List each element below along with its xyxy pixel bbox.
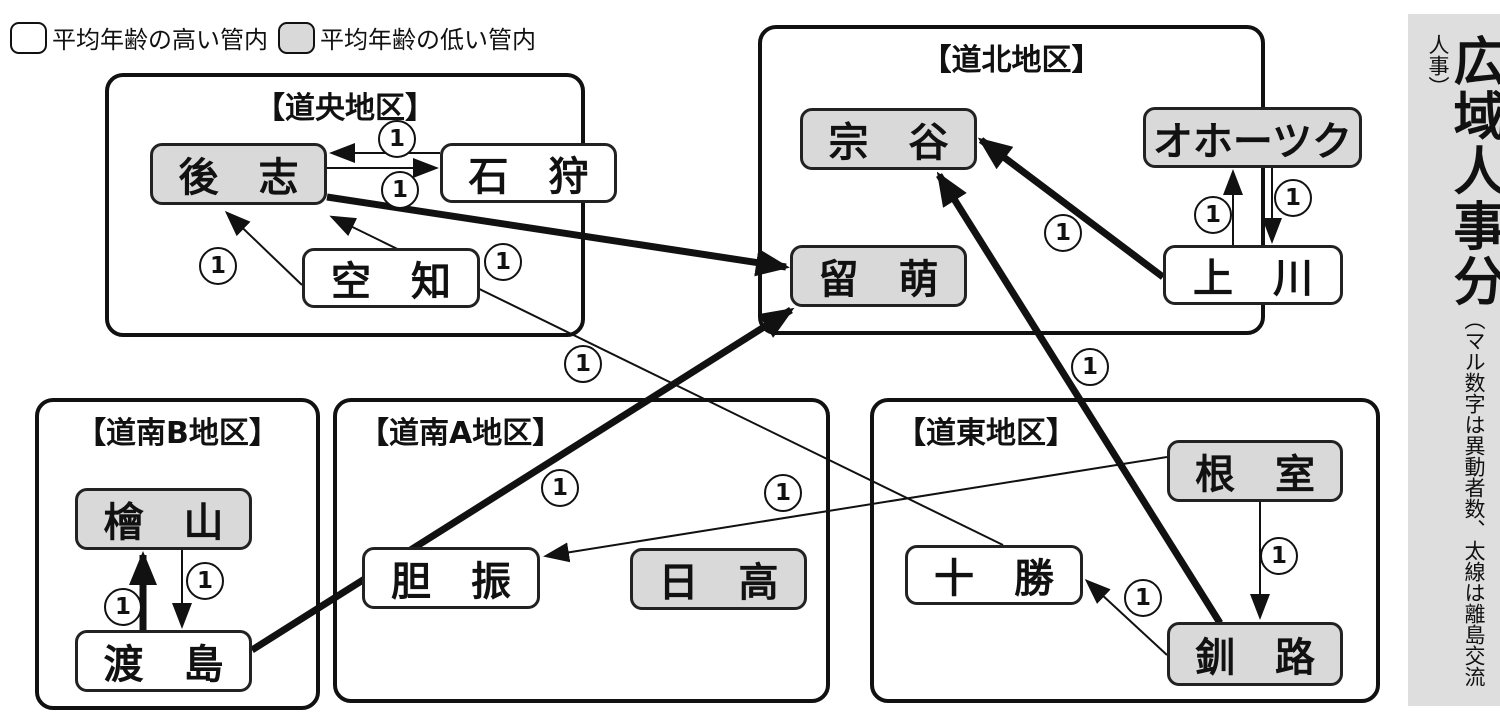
office-box-kushiro: 釧 路 bbox=[1167, 622, 1343, 686]
office-box-hiyama: 檜 山 bbox=[75, 488, 252, 550]
office-box-tokachi: 十 勝 bbox=[905, 545, 1083, 605]
transfer-count-badge-nemuro-to-iburi: 1 bbox=[764, 474, 802, 512]
office-box-shiribeshi: 後 志 bbox=[150, 143, 327, 205]
legend-high-age-swatch bbox=[10, 21, 47, 54]
transfer-count-badge-okhotsk-to-kamikawa: 1 bbox=[1274, 179, 1312, 217]
transfer-count-badge-tokachi-to-shiribeshi: 1 bbox=[564, 345, 602, 383]
transfer-count-badge-nemuro-to-kushiro: 1 bbox=[1260, 537, 1298, 575]
transfer-count-badge-shiribeshi-to-ishikari: 1 bbox=[381, 171, 419, 209]
district-title-dohoku: 【道北地区】 bbox=[921, 43, 1102, 78]
office-box-oshima: 渡 島 bbox=[75, 630, 252, 692]
office-box-ishikari: 石 狩 bbox=[440, 143, 617, 203]
transfer-count-badge-sorachi-to-shiribeshi: 1 bbox=[199, 247, 237, 285]
district-title-doto: 【道東地区】 bbox=[896, 416, 1076, 451]
office-box-nemuro: 根 室 bbox=[1167, 440, 1343, 502]
legend-low-age-label: 平均年齢の低い管内 bbox=[320, 26, 536, 54]
transfer-count-badge-ishikari-to-shiribeshi: 1 bbox=[378, 120, 416, 158]
office-box-hidaka: 日 高 bbox=[630, 548, 807, 610]
arrow-kamikawa-to-soya-island-exchange bbox=[977, 137, 1166, 280]
arrow-kushiro-to-soya-island-exchange bbox=[936, 171, 1223, 625]
transfer-count-badge-kamikawa-to-soya: 1 bbox=[1044, 214, 1082, 252]
sidebar-note: （マル数字は異動者数、太線は離島交流人事） bbox=[1426, 34, 1486, 687]
transfer-count-badge-kushiro-to-soya: 1 bbox=[1071, 348, 1109, 386]
office-box-rumoi: 留 萌 bbox=[790, 245, 967, 307]
office-box-iburi: 胆 振 bbox=[362, 547, 540, 609]
arrow-nemuro-to-iburi bbox=[543, 456, 1168, 563]
office-box-okhotsk: オホーツク bbox=[1143, 107, 1362, 168]
transfer-count-badge-oshima-to-hiyama: 1 bbox=[104, 588, 142, 626]
district-title-donan-b: 【道南B地区】 bbox=[76, 416, 279, 451]
transfer-count-badge-hiyama-to-oshima: 1 bbox=[186, 562, 224, 600]
office-box-kamikawa: 上 川 bbox=[1163, 245, 1343, 305]
office-box-soya: 宗 谷 bbox=[800, 108, 977, 170]
transfer-count-badge-kamikawa-to-okhotsk: 1 bbox=[1194, 196, 1232, 234]
sidebar-title: 広域人事分 bbox=[1444, 34, 1500, 309]
arrow-kushiro-to-tokachi bbox=[1084, 578, 1168, 656]
district-title-donan-a: 【道南A地区】 bbox=[359, 416, 563, 451]
arrow-sorachi-to-shiribeshi bbox=[224, 210, 303, 286]
transfer-count-badge-kushiro-to-tokachi: 1 bbox=[1124, 579, 1162, 617]
office-box-sorachi: 空 知 bbox=[302, 248, 480, 308]
legend: 平均年齢の高い管内 平均年齢の低い管内 bbox=[10, 20, 536, 55]
sidebar-caption: 広域人事分（マル数字は異動者数、太線は離島交流人事） bbox=[1408, 14, 1500, 706]
legend-low-age-swatch bbox=[278, 21, 315, 54]
transfer-count-badge-oshima-to-rumoi: 1 bbox=[541, 469, 579, 507]
legend-high-age-label: 平均年齢の高い管内 bbox=[52, 26, 268, 54]
arrow-oshima-to-rumoi-island-exchange bbox=[250, 307, 795, 653]
transfer-count-badge-shiribeshi-to-rumoi: 1 bbox=[484, 243, 522, 281]
district-title-doo: 【道央地区】 bbox=[255, 91, 435, 126]
